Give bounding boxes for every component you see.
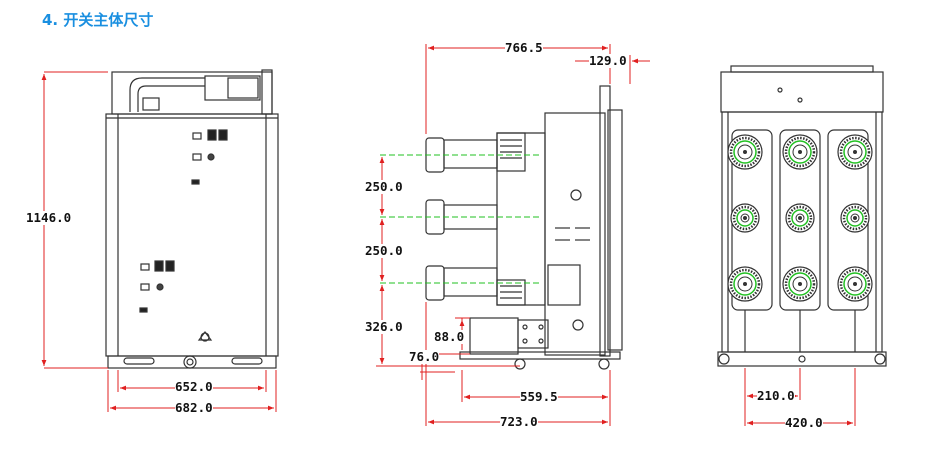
bushing-contact-icon xyxy=(782,266,818,302)
back-view xyxy=(717,65,887,367)
side-rail-bottom-label: 76.0 xyxy=(409,349,440,364)
side-total-depth-label: 766.5 xyxy=(505,40,543,55)
side-view xyxy=(425,85,623,370)
front-width-outer-label: 682.0 xyxy=(175,400,213,415)
side-bottom-height-label: 326.0 xyxy=(365,319,403,334)
side-rail-height-label: 88.0 xyxy=(434,329,465,344)
bushing-contact-icon xyxy=(782,134,818,170)
bushing-contact-icon xyxy=(727,266,763,302)
back-phase-pitch-label: 210.0 xyxy=(757,388,795,403)
bushing-contact-icon xyxy=(727,134,763,170)
section-title: 4. 开关主体尺寸 xyxy=(42,11,154,29)
front-view xyxy=(105,69,279,369)
side-total-base-label: 723.0 xyxy=(500,414,538,429)
front-height-label: 1146.0 xyxy=(26,210,72,225)
side-pitch-upper-label: 250.0 xyxy=(365,179,403,194)
back-phase-span-label: 420.0 xyxy=(785,415,823,430)
bushing-contact-icon xyxy=(837,134,873,170)
bushing-contact-icon xyxy=(840,203,870,233)
side-dimensions xyxy=(376,44,650,426)
side-depth-lower-label: 559.5 xyxy=(520,389,558,404)
bushing-contact-icon xyxy=(730,203,760,233)
side-pitch-lower-label: 250.0 xyxy=(365,243,403,258)
side-top-offset-label: 129.0 xyxy=(589,53,627,68)
side-center-lines xyxy=(380,154,540,284)
bushing-contact-icon xyxy=(785,203,815,233)
bushing-contact-icon xyxy=(837,266,873,302)
back-bushings xyxy=(727,134,873,302)
front-dimensions xyxy=(41,71,277,412)
front-width-inner-label: 652.0 xyxy=(175,379,213,394)
